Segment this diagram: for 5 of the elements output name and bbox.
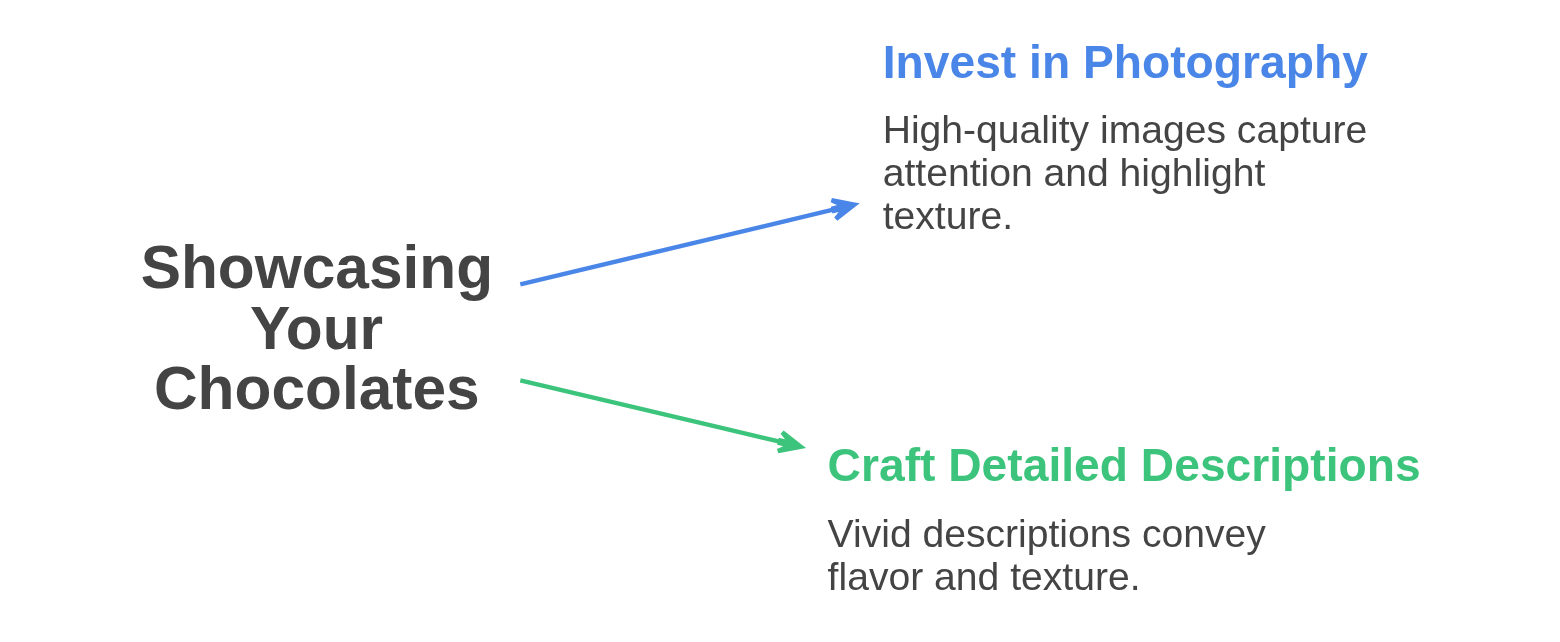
node-text: Craft Detailed Descriptions Vivid descriptions convey flavor and texture.	[827, 439, 1421, 598]
arrow	[519, 378, 803, 454]
arrow	[519, 198, 857, 287]
node-text: Invest in Photography High-quality images capture attention and highlight texture.	[882, 36, 1368, 237]
node-text: Showcasing Your Chocolates	[140, 233, 493, 423]
